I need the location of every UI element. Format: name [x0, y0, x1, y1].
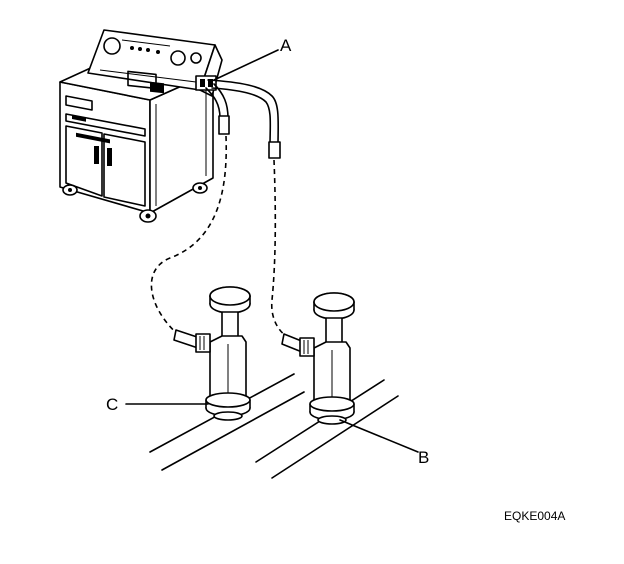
figure-code: EQKE004A	[504, 509, 565, 523]
hose-left	[150, 83, 230, 339]
gauge-icon	[170, 50, 186, 66]
hydraulic-jack-right	[281, 292, 355, 425]
callout-label-a: A	[280, 36, 292, 55]
leader-line-a	[213, 49, 279, 81]
leader-line-b	[339, 419, 419, 453]
tester-cabinet	[59, 29, 223, 223]
callout-label-c: C	[106, 395, 118, 414]
gauge-icon	[103, 37, 121, 55]
callout-label-b: B	[418, 448, 429, 467]
hydraulic-jack-left	[173, 286, 251, 421]
gauge-icon	[190, 52, 202, 64]
hose-right	[207, 79, 293, 341]
